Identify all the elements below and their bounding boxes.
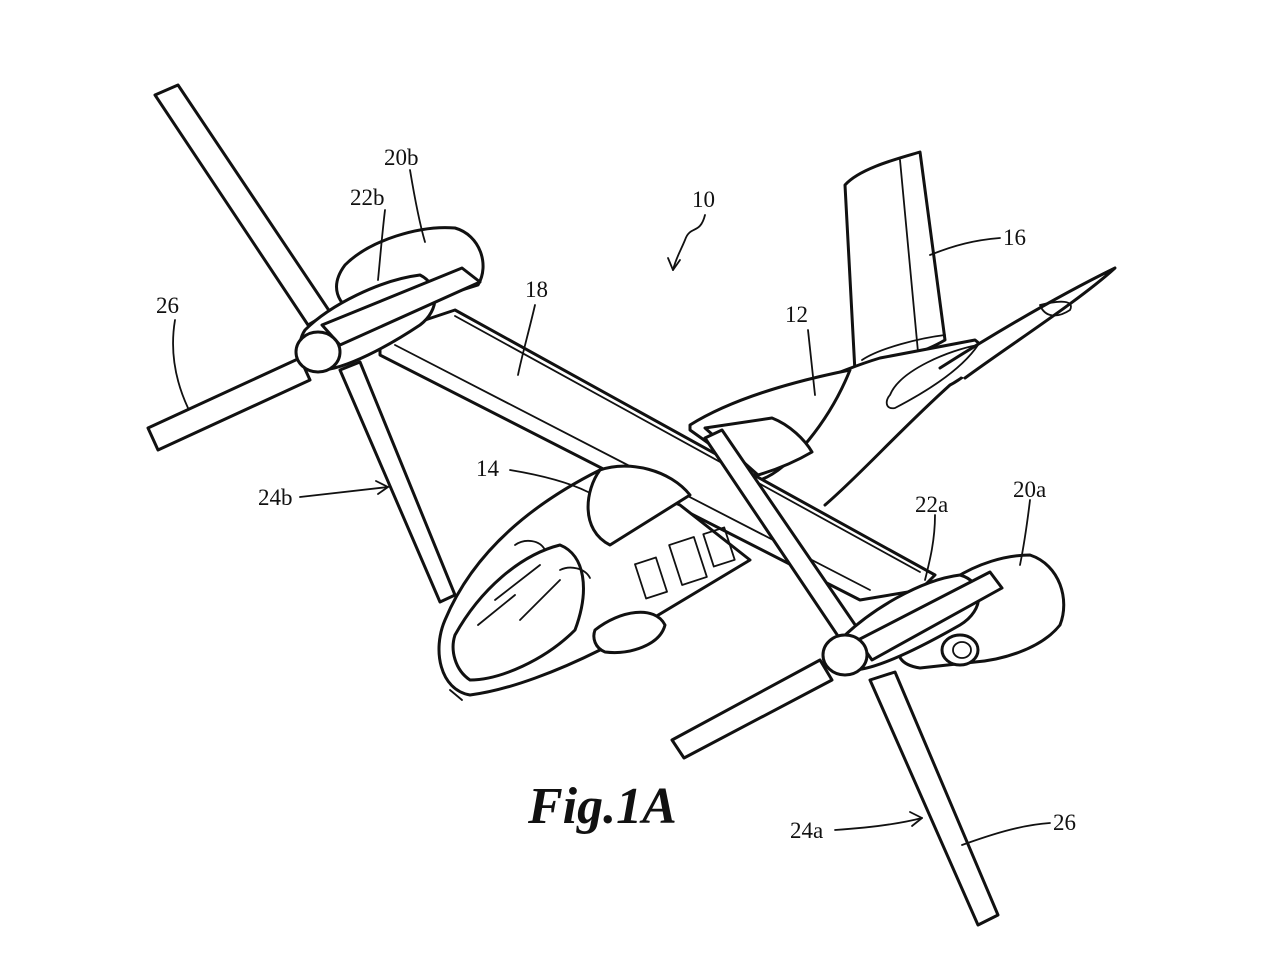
label-26-right: 26 <box>1053 810 1076 835</box>
label-12: 12 <box>785 302 808 327</box>
label-18: 18 <box>525 277 548 302</box>
label-22b: 22b <box>350 185 385 210</box>
figure-caption: Fig.1A <box>527 778 677 835</box>
vertical-tail <box>843 150 947 374</box>
reference-labels: 10 16 12 18 26 24b 14 22b 20b 22a 20a 24… <box>156 145 1076 843</box>
left-rotor <box>146 83 485 604</box>
label-14: 14 <box>476 456 500 481</box>
label-20a: 20a <box>1013 477 1046 502</box>
label-24a: 24a <box>790 818 823 843</box>
label-16: 16 <box>1003 225 1026 250</box>
leader-lines <box>172 169 1051 846</box>
label-26-left: 26 <box>156 293 179 318</box>
forward-fuselage <box>437 464 752 701</box>
label-10: 10 <box>692 187 715 212</box>
right-rotor <box>670 428 1066 927</box>
label-22a: 22a <box>915 492 948 517</box>
label-20b: 20b <box>384 145 419 170</box>
label-24b: 24b <box>258 485 293 510</box>
